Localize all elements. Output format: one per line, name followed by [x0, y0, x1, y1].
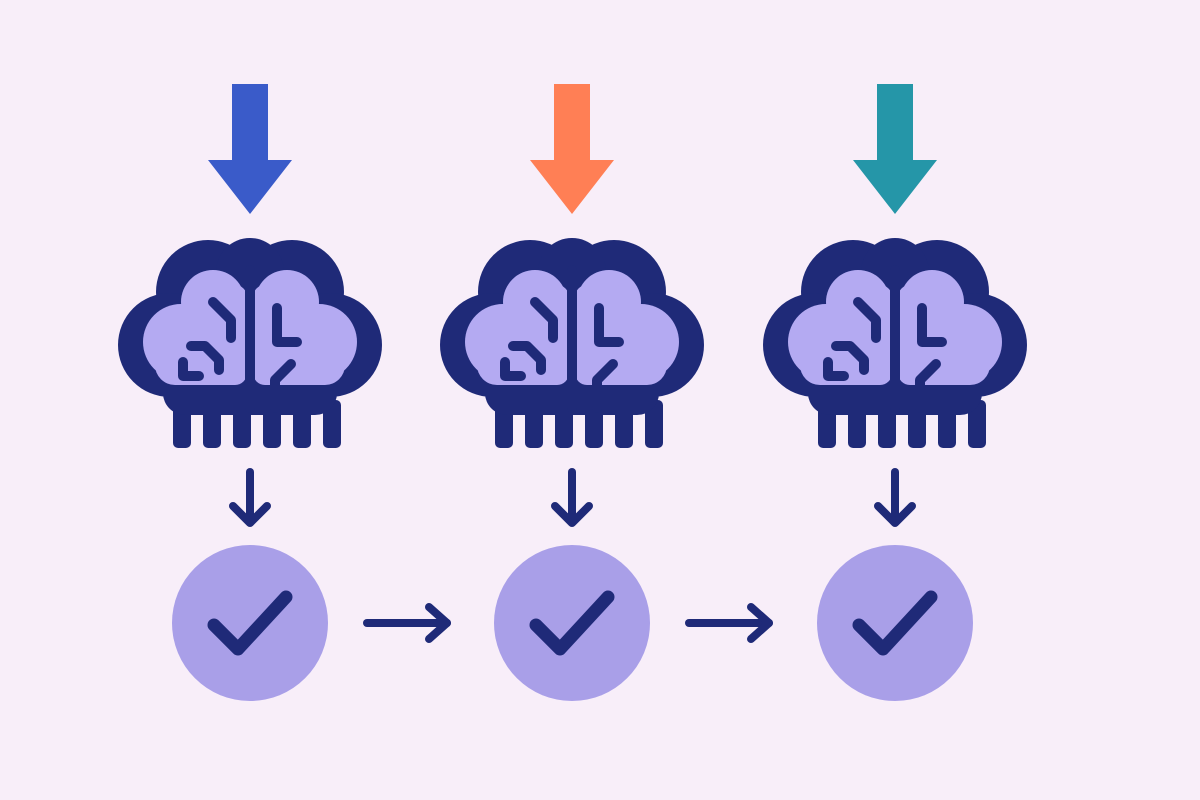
arrow-down-icon [522, 80, 622, 220]
small-arrow-down-icon [225, 466, 275, 534]
checkmark-circle-icon [817, 545, 973, 701]
brain-chip-icon [437, 230, 707, 460]
small-arrow-down-icon [870, 466, 920, 534]
arrow-down-icon [845, 80, 945, 220]
step-2 [422, 0, 722, 800]
checkmark-circle-icon [494, 545, 650, 701]
brain-chip-icon [760, 230, 1030, 460]
brain-chip-icon [115, 230, 385, 460]
small-arrow-down-icon [547, 466, 597, 534]
arrow-right-icon [683, 598, 779, 648]
checkmark-circle-icon [172, 545, 328, 701]
step-1 [100, 0, 400, 800]
arrow-down-icon [200, 80, 300, 220]
step-3 [745, 0, 1045, 800]
arrow-right-icon [361, 598, 457, 648]
